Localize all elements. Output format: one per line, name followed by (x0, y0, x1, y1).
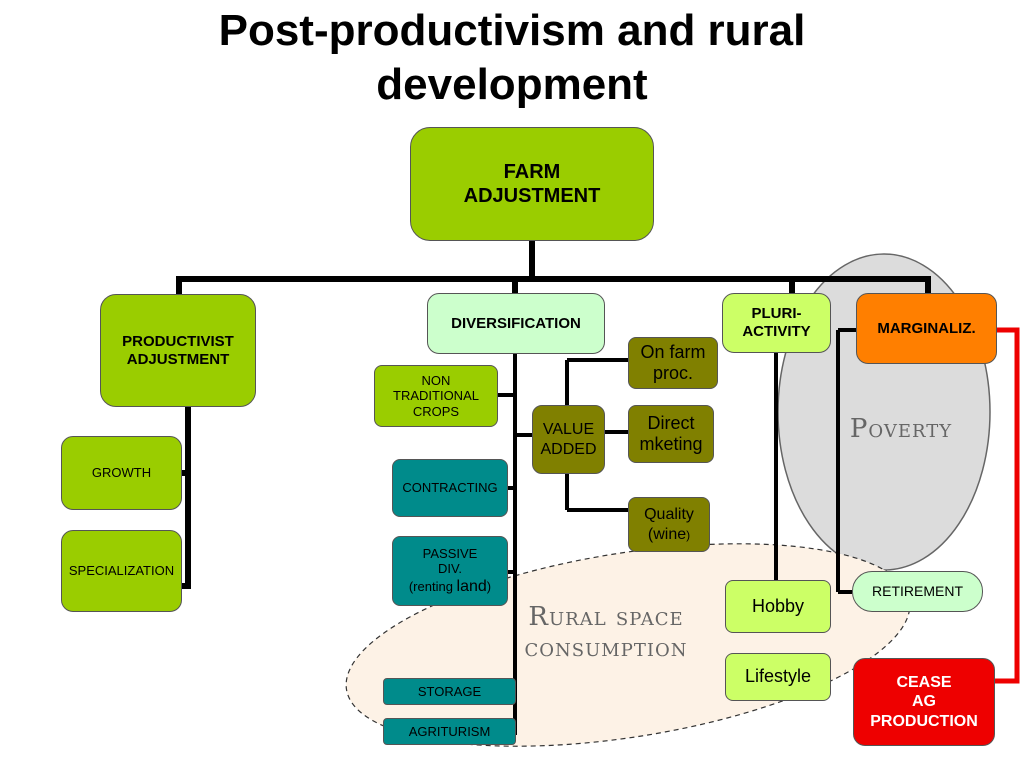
retirement-node: RETIREMENT (852, 571, 983, 612)
farm-adjustment-node: FARM ADJUSTMENT (410, 127, 654, 241)
specialization-node: SPECIALIZATION (61, 530, 182, 612)
value-added-node: VALUE ADDED (532, 405, 605, 474)
poverty-label: Poverty (849, 414, 953, 444)
quality-wine-node: Quality (wine) (628, 497, 710, 552)
non-traditional-crops-node: NON TRADITIONAL CROPS (374, 365, 498, 427)
productivist-adjustment-node: PRODUCTIVIST ADJUSTMENT (100, 294, 256, 407)
direct-mketing-node: Direct mketing (628, 405, 714, 463)
on-farm-proc-node: On farm proc. (628, 337, 718, 389)
agriturism-node: AGRITURISM (383, 718, 516, 745)
contracting-node: CONTRACTING (392, 459, 508, 517)
title-line-1: Post-productivism and rural (218, 6, 806, 55)
growth-node: GROWTH (61, 436, 182, 510)
cease-ag-production-node: CEASE AG PRODUCTION (853, 658, 995, 746)
rural-space-consumption-label: Rural space consumption (524, 602, 688, 663)
lifestyle-node: Lifestyle (725, 653, 831, 701)
pluri-activity-node: PLURI- ACTIVITY (722, 293, 831, 353)
title-line-2: development (376, 60, 648, 109)
page-title: Post-productivism and rural development (0, 4, 1024, 112)
marginaliz-node: MARGINALIZ. (856, 293, 997, 364)
hobby-node: Hobby (725, 580, 831, 633)
diversification-node: DIVERSIFICATION (427, 293, 605, 354)
storage-node: STORAGE (383, 678, 516, 705)
passive-div-node: PASSIVE DIV. (renting land) (392, 536, 508, 606)
